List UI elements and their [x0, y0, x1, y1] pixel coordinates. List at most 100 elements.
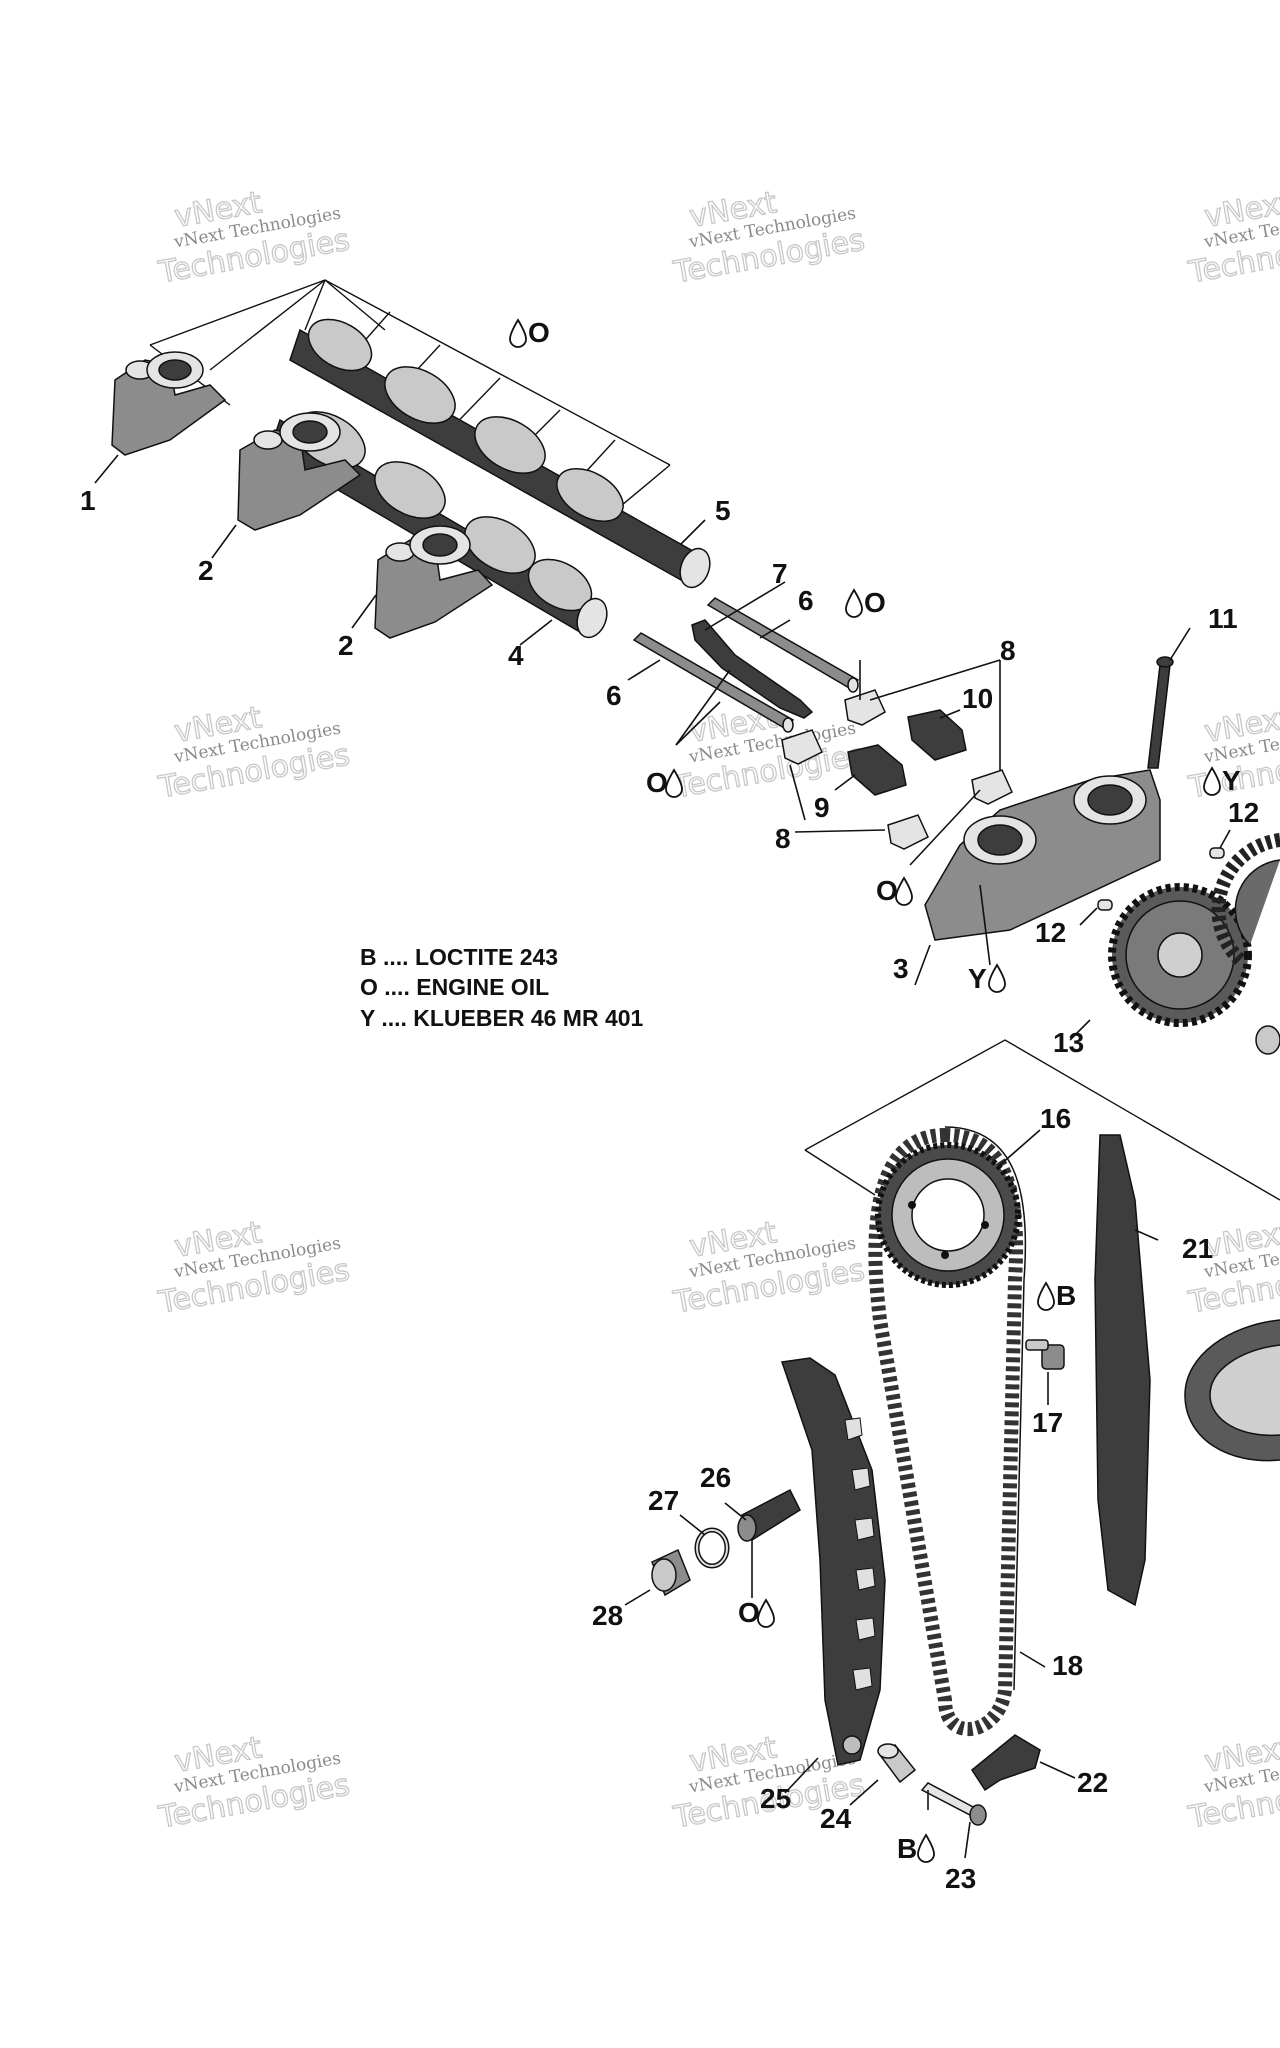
legend-item-engine-oil: O .... ENGINE OIL	[360, 974, 549, 1000]
watermark-grid: vNext vNext Technologies Technologies vN…	[155, 185, 1280, 1837]
oil-drop-icon	[757, 1598, 775, 1628]
callout-22: 22	[1077, 1767, 1108, 1798]
callout-8-lower: 8	[775, 823, 791, 854]
hydraulic-tensioner-10	[907, 709, 967, 761]
bolt-23	[920, 1782, 987, 1826]
camshaft-assembly	[111, 279, 711, 639]
callout-26: 26	[700, 1462, 731, 1493]
finger-follower-8-c	[971, 769, 1013, 805]
watermark: vNext vNext Technologies Technologies	[155, 1730, 353, 1837]
lubricant-code: O	[738, 1597, 760, 1628]
callout-8-upper: 8	[1000, 635, 1016, 666]
callout-18: 18	[1052, 1650, 1083, 1681]
threadlocker-drop-icon	[917, 1833, 935, 1863]
rocker-shaft-6-lower	[632, 632, 795, 733]
callout-9: 9	[814, 792, 830, 823]
callout-4: 4	[508, 640, 524, 671]
lubricant-code: Y	[1222, 765, 1241, 796]
lubricant-code: O	[528, 317, 550, 348]
plug-screw-28	[651, 1548, 691, 1597]
callout-6-lower: 6	[606, 680, 622, 711]
callout-5: 5	[715, 495, 731, 526]
rocker-shaft-6-upper	[706, 597, 860, 693]
lubricant-legend: B .... LOCTITE 243 O .... ENGINE OIL Y .…	[360, 944, 644, 1031]
callout-2-upper: 2	[198, 555, 214, 586]
callout-11: 11	[1208, 603, 1238, 634]
lubricant-marks: O O O O Y Y B O B	[509, 317, 1241, 1864]
spacer	[1255, 1025, 1280, 1055]
lubricant-mark-6: O	[845, 587, 886, 618]
camshaft-gear-13-second	[1211, 833, 1280, 966]
camshaft-5	[289, 318, 711, 589]
lubricant-mark-left: O	[646, 767, 683, 798]
watermark: vNext vNext Technologies Technologies	[670, 1215, 868, 1322]
camshaft-carrier-group	[924, 656, 1280, 1055]
tensioner-plunger-26	[737, 1488, 801, 1542]
callout-17: 17	[1032, 1407, 1063, 1438]
camshaft-gear-13	[1108, 883, 1252, 1027]
watermark: vNext vNext Technologies Technologies	[670, 185, 868, 292]
kit-frame	[804, 1039, 1280, 1201]
callout-6-upper: 6	[798, 585, 814, 616]
oil-drop-icon	[509, 318, 527, 348]
grease-drop-icon	[988, 963, 1006, 993]
finger-follower-8-d	[887, 814, 929, 850]
dowel-pin-12-lower	[1097, 899, 1113, 911]
lubricant-mark-top: O	[509, 317, 550, 348]
watermark: vNext vNext Technologies Technologies	[155, 185, 353, 292]
callout-27: 27	[648, 1485, 679, 1516]
watermark: vNext vNext Technologies Technologies	[1185, 185, 1280, 292]
rocker-arm-7	[691, 619, 814, 719]
camshaft-carrier-3	[924, 769, 1161, 941]
callout-12-upper: 12	[1228, 797, 1259, 828]
watermark: vNext vNext Technologies Technologies	[1185, 1730, 1280, 1837]
sprocket-16	[875, 1142, 1021, 1288]
watermark: vNext vNext Technologies Technologies	[155, 1215, 353, 1322]
lubricant-mark-y-cap: Y	[1203, 765, 1241, 796]
threadlocker-drop-icon	[1037, 1281, 1055, 1311]
gear-right-edge	[1184, 1319, 1280, 1462]
lubricant-mark-8: O	[876, 875, 913, 906]
chain-slipper-22	[971, 1734, 1041, 1792]
legend-item-loctite: B .... LOCTITE 243	[360, 944, 558, 970]
seal-ring-27	[694, 1527, 730, 1569]
callout-10: 10	[962, 683, 993, 714]
callout-21: 21	[1182, 1233, 1213, 1264]
legend-item-klueber: Y .... KLUEBER 46 MR 401	[360, 1005, 644, 1031]
oil-drop-icon	[845, 588, 863, 618]
chain-tensioner-group	[651, 1488, 801, 1597]
watermark: vNext vNext Technologies Technologies	[155, 700, 353, 807]
callout-7: 7	[772, 558, 788, 589]
callout-numbers: 1 2 2 3 4 5 6 6 7 8 8 9 10 11 12 12 13 1…	[80, 485, 1259, 1894]
callout-2-lower: 2	[338, 630, 354, 661]
lubricant-code: Y	[968, 963, 987, 994]
callout-13: 13	[1053, 1027, 1084, 1058]
hydraulic-tensioner-9	[847, 744, 907, 796]
bearing-cap-2-upper	[237, 412, 362, 531]
bearing-cap-2-lower	[374, 525, 494, 639]
rocker-group	[632, 597, 1013, 850]
oil-drop-icon	[665, 768, 683, 798]
tensioner-guide-25	[780, 1357, 886, 1766]
bearing-cap-1	[111, 351, 227, 456]
lubricant-mark-b-17: B	[1037, 1280, 1076, 1311]
oil-drop-icon	[895, 876, 913, 906]
lubricant-code: O	[876, 875, 898, 906]
dowel-pin-12-upper	[1209, 847, 1225, 859]
bushing-24	[877, 1743, 917, 1784]
lubricant-code: B	[897, 1833, 917, 1864]
callout-25: 25	[760, 1783, 791, 1814]
lubricant-code: B	[1056, 1280, 1076, 1311]
finger-follower-8-a	[844, 689, 886, 726]
callout-1: 1	[80, 485, 96, 516]
callout-23: 23	[945, 1863, 976, 1894]
lubricant-mark-y-3: Y	[968, 963, 1006, 994]
callout-16: 16	[1040, 1103, 1071, 1134]
lubricant-mark-o-26: O	[738, 1597, 775, 1628]
lubricant-code: O	[864, 587, 886, 618]
callout-3: 3	[893, 953, 909, 984]
finger-follower-8-b	[781, 729, 823, 765]
lubricant-code: O	[646, 767, 668, 798]
callout-28: 28	[592, 1600, 623, 1631]
